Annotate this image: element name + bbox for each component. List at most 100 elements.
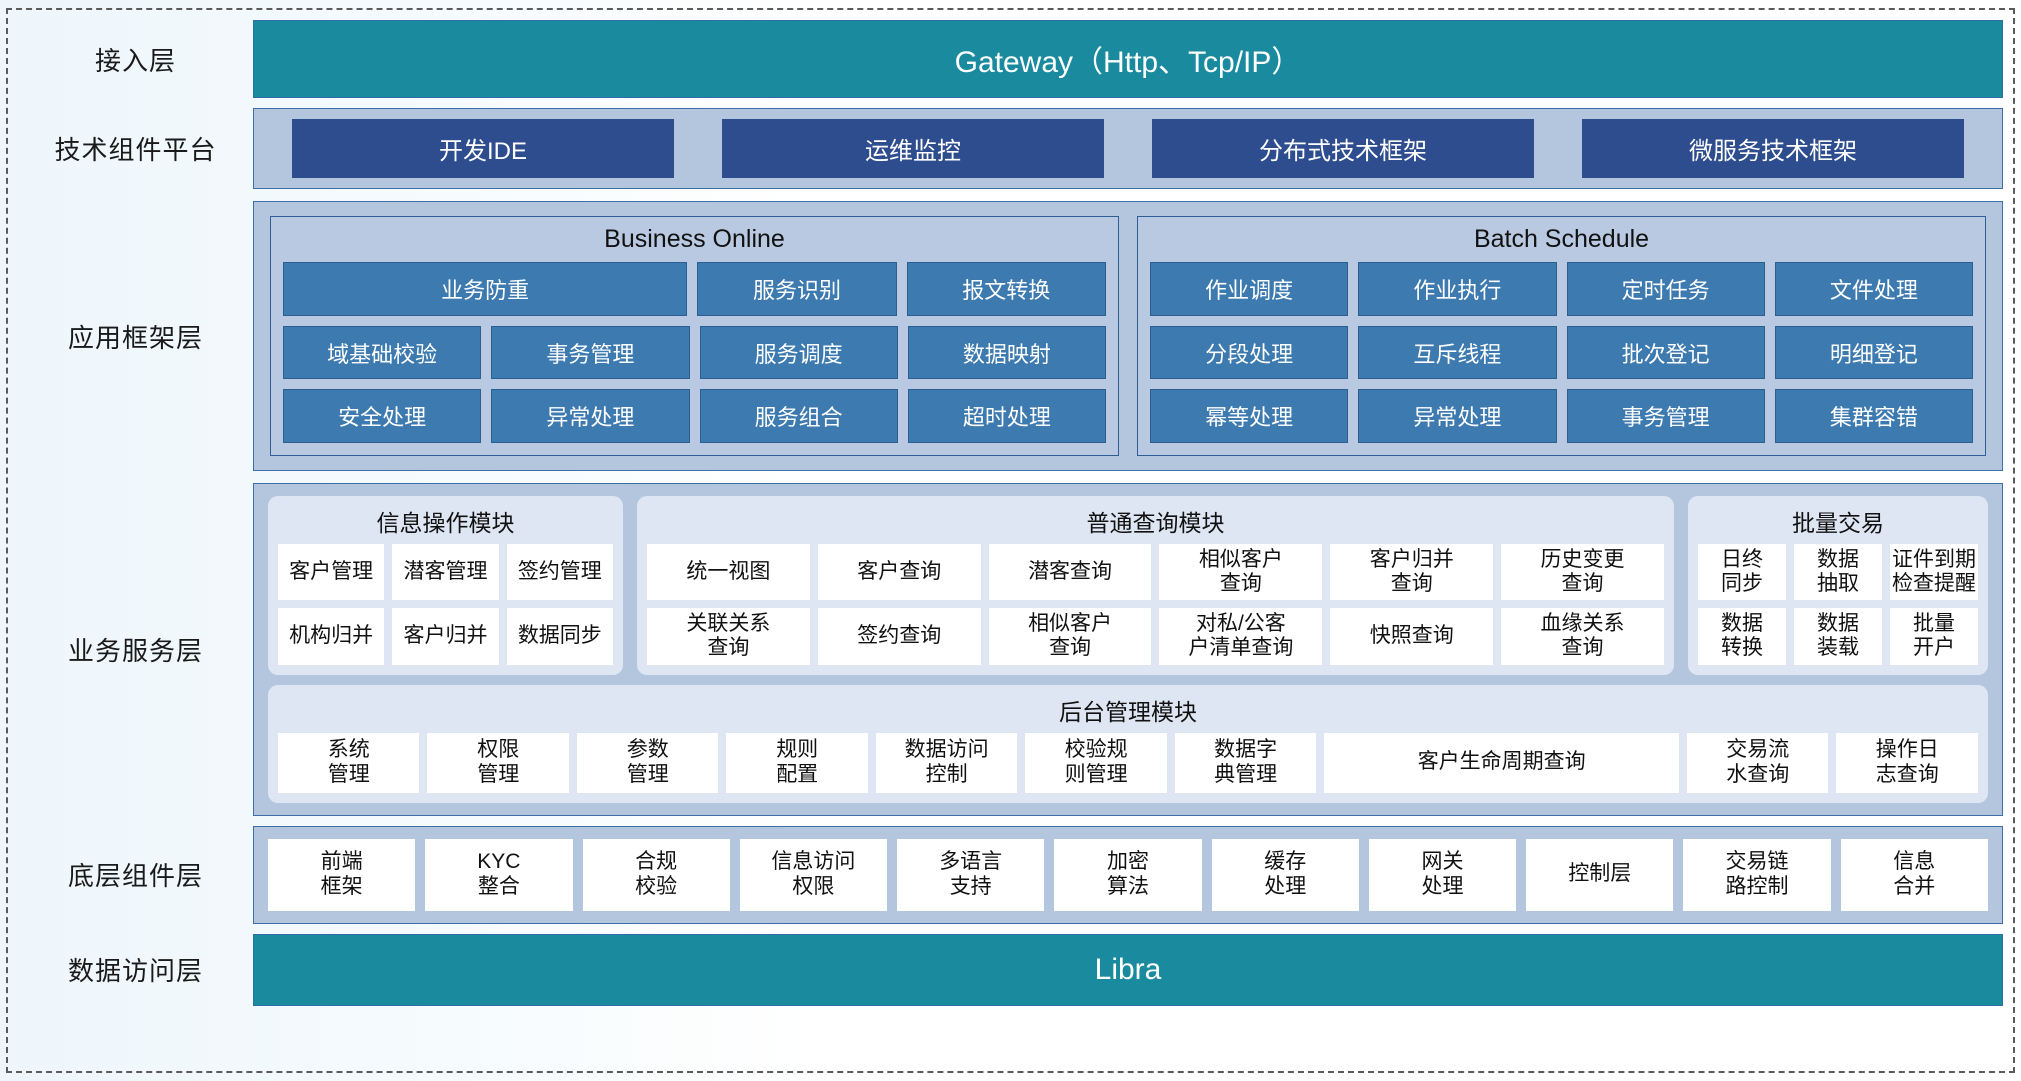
cell-validation-rule-management[interactable]: 校验规 则管理 bbox=[1025, 732, 1167, 793]
layer-tech-platform: 技术组件平台 开发IDE 运维监控 分布式技术框架 微服务技术框架 bbox=[18, 108, 2003, 189]
cell-batch-account-opening[interactable]: 批量 开户 bbox=[1890, 608, 1978, 665]
framework-row: 业务防重 服务识别 报文转换 bbox=[283, 262, 1106, 316]
layer-body-access: Gateway（Http、Tcp/IP） bbox=[253, 20, 2003, 98]
fw-chip-idempotent-processing[interactable]: 幂等处理 bbox=[1150, 389, 1349, 444]
fw-chip-batch-registration[interactable]: 批次登记 bbox=[1566, 325, 1765, 380]
cell-operation-log-query[interactable]: 操作日 志查询 bbox=[1836, 732, 1978, 793]
cell-lineage-query[interactable]: 血缘关系 查询 bbox=[1501, 608, 1664, 665]
module-backend-admin: 后台管理模块 系统 管理 权限 管理 参数 管理 规则 配置 数据访问 控制 校… bbox=[268, 684, 1988, 803]
fw-chip-job-scheduling[interactable]: 作业调度 bbox=[1150, 262, 1349, 316]
cell-relationship-query[interactable]: 关联关系 查询 bbox=[647, 608, 810, 665]
cell-transaction-flow-query[interactable]: 交易流 水查询 bbox=[1686, 732, 1829, 793]
cell-data-transform[interactable]: 数据 转换 bbox=[1698, 608, 1786, 665]
cell-customer-merge-query[interactable]: 客户归并 查询 bbox=[1330, 544, 1494, 601]
base-cell-transaction-chain-control[interactable]: 交易链 路控制 bbox=[1683, 838, 1831, 911]
tech-chip-distributed-framework[interactable]: 分布式技术框架 bbox=[1152, 119, 1534, 178]
fw-chip-mutex-thread[interactable]: 互斥线程 bbox=[1358, 325, 1557, 380]
module-rows: 客户管理 潜客管理 签约管理 机构归并 客户归并 数据同步 bbox=[278, 544, 613, 665]
cell-customer-lifecycle-query[interactable]: 客户生命周期查询 bbox=[1324, 732, 1679, 793]
cell-prospect-query[interactable]: 潜客查询 bbox=[988, 544, 1152, 601]
base-cell-info-merge[interactable]: 信息 合并 bbox=[1840, 838, 1988, 911]
tech-chip-ide[interactable]: 开发IDE bbox=[292, 119, 674, 178]
fw-chip-timeout-handling[interactable]: 超时处理 bbox=[907, 389, 1106, 444]
diagram-outer-border bbox=[6, 8, 2015, 1073]
cell-similar-customer-query-2[interactable]: 相似客户 查询 bbox=[988, 608, 1152, 665]
base-cell-multilanguage-support[interactable]: 多语言 支持 bbox=[897, 838, 1045, 911]
fw-chip-security-processing[interactable]: 安全处理 bbox=[283, 389, 482, 444]
fw-chip-business-dedup[interactable]: 业务防重 bbox=[283, 262, 688, 316]
layer-body-app-framework: Business Online 业务防重 服务识别 报文转换 域基础校验 事务管… bbox=[253, 201, 2003, 471]
base-cell-info-access-permission[interactable]: 信息访问 权限 bbox=[739, 838, 888, 911]
cell-org-merge[interactable]: 机构归并 bbox=[278, 608, 385, 665]
fw-chip-data-mapping[interactable]: 数据映射 bbox=[907, 325, 1106, 380]
fw-chip-transaction-mgmt[interactable]: 事务管理 bbox=[491, 325, 690, 380]
cell-snapshot-query[interactable]: 快照查询 bbox=[1330, 608, 1494, 665]
business-modules-upper: 信息操作模块 客户管理 潜客管理 签约管理 机构归并 客户归并 bbox=[268, 496, 1988, 675]
fw-chip-exception-handling-batch[interactable]: 异常处理 bbox=[1358, 389, 1557, 444]
cell-history-change-query[interactable]: 历史变更 查询 bbox=[1501, 544, 1664, 601]
cell-contract-query[interactable]: 签约查询 bbox=[817, 608, 981, 665]
cell-customer-query[interactable]: 客户查询 bbox=[817, 544, 981, 601]
spacer bbox=[18, 924, 2003, 934]
cell-data-dictionary-management[interactable]: 数据字 典管理 bbox=[1174, 732, 1317, 793]
cell-id-expiry-reminder[interactable]: 证件到期 检查提醒 bbox=[1890, 544, 1978, 601]
cell-unified-view[interactable]: 统一视图 bbox=[647, 544, 810, 601]
fw-chip-timed-task[interactable]: 定时任务 bbox=[1566, 262, 1765, 316]
fw-chip-service-scheduling[interactable]: 服务调度 bbox=[699, 325, 898, 380]
module-title: 后台管理模块 bbox=[1059, 698, 1197, 725]
fw-chip-job-execution[interactable]: 作业执行 bbox=[1358, 262, 1557, 316]
spacer bbox=[18, 98, 2003, 108]
fw-chip-exception-handling[interactable]: 异常处理 bbox=[491, 389, 690, 444]
base-cell-control-layer[interactable]: 控制层 bbox=[1526, 838, 1674, 911]
base-cell-frontend-framework[interactable]: 前端 框架 bbox=[268, 838, 416, 911]
layer-label-base-components: 底层组件层 bbox=[67, 861, 203, 892]
libra-bar[interactable]: Libra bbox=[253, 933, 2003, 1006]
fw-chip-file-processing[interactable]: 文件处理 bbox=[1774, 262, 1973, 316]
cell-data-extraction[interactable]: 数据 抽取 bbox=[1794, 544, 1882, 601]
cell-system-management[interactable]: 系统 管理 bbox=[278, 732, 420, 793]
base-components-band: 前端 框架 KYC 整合 合规 校验 信息访问 权限 多语言 支持 加密 算法 … bbox=[253, 825, 2003, 924]
base-cell-encryption-algorithm[interactable]: 加密 算法 bbox=[1054, 838, 1202, 911]
layer-body-tech-platform: 开发IDE 运维监控 分布式技术框架 微服务技术框架 bbox=[253, 108, 2003, 189]
fw-chip-transaction-mgmt-batch[interactable]: 事务管理 bbox=[1566, 389, 1765, 444]
cell-permission-management[interactable]: 权限 管理 bbox=[427, 732, 569, 793]
cell-customer-management[interactable]: 客户管理 bbox=[278, 544, 385, 601]
fw-chip-message-transform[interactable]: 报文转换 bbox=[906, 262, 1106, 316]
base-cell-cache-processing[interactable]: 缓存 处理 bbox=[1211, 838, 1359, 911]
cell-similar-customer-query[interactable]: 相似客户 查询 bbox=[1159, 544, 1323, 601]
tech-chip-microservice-framework[interactable]: 微服务技术框架 bbox=[1582, 119, 1964, 178]
layer-base-components: 底层组件层 前端 框架 KYC 整合 合规 校验 信息访问 权限 多语言 支持 … bbox=[18, 825, 2003, 924]
cell-contract-management[interactable]: 签约管理 bbox=[506, 544, 613, 601]
gateway-bar[interactable]: Gateway（Http、Tcp/IP） bbox=[253, 20, 2003, 98]
spacer bbox=[18, 816, 2003, 826]
fw-chip-service-identify[interactable]: 服务识别 bbox=[697, 262, 897, 316]
cell-rule-configuration[interactable]: 规则 配置 bbox=[726, 732, 868, 793]
layer-stack: 接入层 Gateway（Http、Tcp/IP） 技术组件平台 开发IDE 运维… bbox=[18, 20, 2003, 1061]
tech-chip-ops-monitoring[interactable]: 运维监控 bbox=[722, 119, 1104, 178]
cell-data-sync[interactable]: 数据同步 bbox=[506, 608, 613, 665]
module-rows: 系统 管理 权限 管理 参数 管理 规则 配置 数据访问 控制 校验规 则管理 … bbox=[278, 732, 1978, 793]
layer-label-data-access: 数据访问层 bbox=[67, 956, 203, 987]
cell-prospect-management[interactable]: 潜客管理 bbox=[392, 544, 499, 601]
cell-retail-corporate-list-query[interactable]: 对私/公客 户清单查询 bbox=[1159, 608, 1323, 665]
module-row: 系统 管理 权限 管理 参数 管理 规则 配置 数据访问 控制 校验规 则管理 … bbox=[278, 732, 1978, 793]
fw-chip-cluster-fault-tolerance[interactable]: 集群容错 bbox=[1774, 389, 1973, 444]
base-cell-gateway-processing[interactable]: 网关 处理 bbox=[1368, 838, 1517, 911]
module-row: 数据 转换 数据 装载 批量 开户 bbox=[1698, 608, 1978, 665]
framework-group-title: Batch Schedule bbox=[1473, 225, 1650, 253]
fw-chip-service-composition[interactable]: 服务组合 bbox=[699, 389, 898, 444]
cell-parameter-management[interactable]: 参数 管理 bbox=[576, 732, 719, 793]
fw-chip-segment-processing[interactable]: 分段处理 bbox=[1150, 325, 1349, 380]
framework-rows: 作业调度 作业执行 定时任务 文件处理 分段处理 互斥线程 批次登记 明细登记 bbox=[1150, 262, 1973, 444]
fw-chip-domain-validation[interactable]: 域基础校验 bbox=[283, 325, 482, 380]
framework-row: 幂等处理 异常处理 事务管理 集群容错 bbox=[1150, 389, 1973, 444]
layer-label-tech-platform: 技术组件平台 bbox=[54, 135, 217, 165]
base-cell-kyc-integration[interactable]: KYC 整合 bbox=[425, 838, 573, 911]
cell-data-access-control[interactable]: 数据访问 控制 bbox=[875, 732, 1018, 793]
cell-eod-sync[interactable]: 日终 同步 bbox=[1698, 544, 1786, 601]
fw-chip-detail-registration[interactable]: 明细登记 bbox=[1774, 325, 1973, 380]
cell-customer-merge[interactable]: 客户归并 bbox=[392, 608, 499, 665]
base-cell-compliance-check[interactable]: 合规 校验 bbox=[582, 838, 730, 911]
module-row: 日终 同步 数据 抽取 证件到期 检查提醒 bbox=[1698, 544, 1978, 601]
cell-data-load[interactable]: 数据 装载 bbox=[1794, 608, 1882, 665]
